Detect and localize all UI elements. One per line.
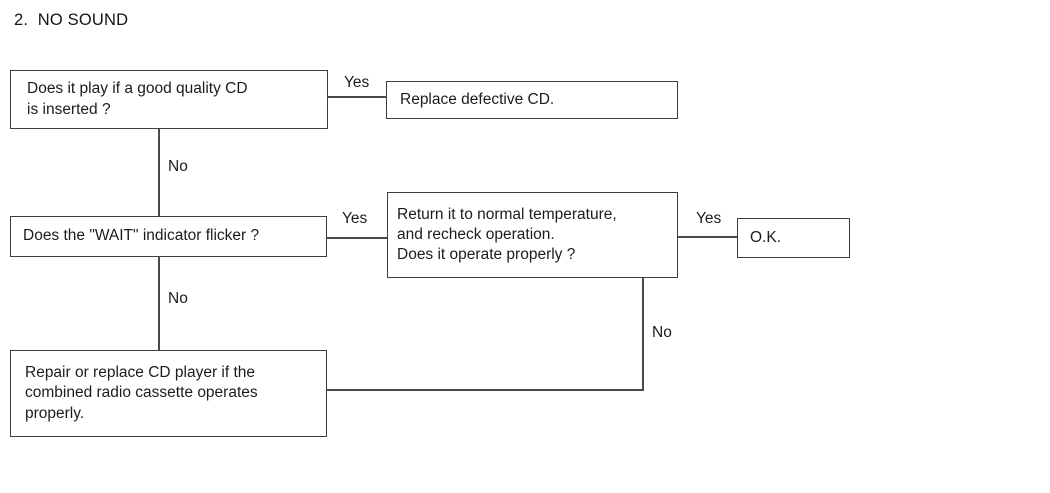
connector-recheck-yes [677, 236, 737, 238]
node-action-repair-cd-player: Repair or replace CD player if the combi… [10, 350, 327, 437]
node-action-recheck-temperature: Return it to normal temperature, and rec… [387, 192, 678, 278]
connector-recheck-no-horizontal [327, 389, 644, 391]
node-action-replace-cd: Replace defective CD. [386, 81, 678, 119]
edge-label-cd-yes: Yes [342, 74, 372, 92]
connector-wait-yes [326, 237, 387, 239]
edge-label-recheck-yes: Yes [694, 210, 724, 228]
edge-label-wait-no: No [166, 290, 190, 308]
edge-label-recheck-no: No [650, 324, 674, 342]
connector-wait-no [158, 256, 160, 350]
edge-label-wait-yes: Yes [340, 210, 370, 228]
connector-recheck-no-vertical [642, 278, 644, 391]
node-result-ok: O.K. [737, 218, 850, 258]
node-question-cd-quality: Does it play if a good quality CD is ins… [10, 70, 328, 129]
diagram-title: 2. NO SOUND [14, 11, 129, 29]
connector-cd-no [158, 129, 160, 216]
edge-label-cd-no: No [166, 158, 190, 176]
connector-cd-yes [327, 96, 387, 98]
node-question-wait-indicator: Does the "WAIT" indicator flicker ? [10, 216, 327, 257]
